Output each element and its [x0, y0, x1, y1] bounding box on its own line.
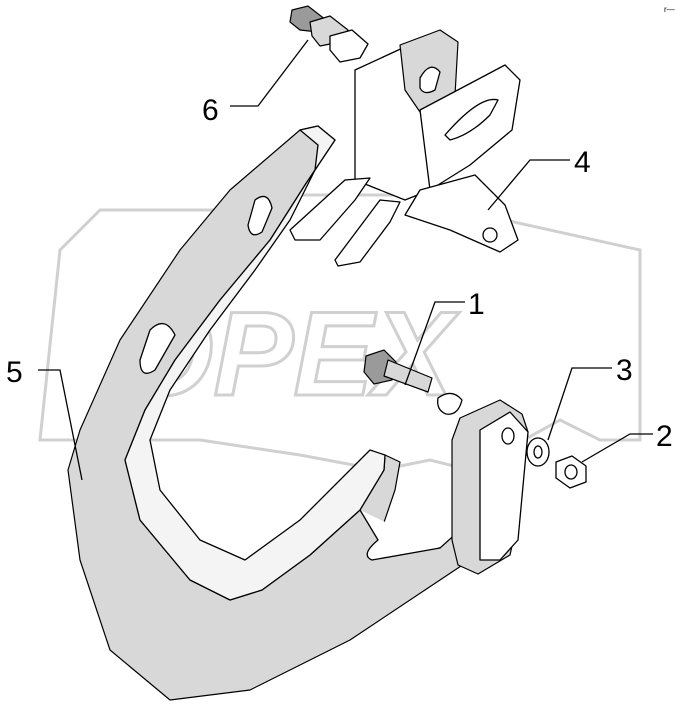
- bracket-hole: [482, 227, 498, 243]
- washer-part-3: [526, 437, 550, 467]
- callout-1: 1: [468, 288, 485, 321]
- callout-3: 3: [616, 354, 633, 387]
- leader-4: [487, 159, 570, 211]
- callout-6: 6: [202, 94, 219, 127]
- callout-4: 4: [574, 146, 591, 179]
- leader-lines: [38, 39, 653, 481]
- leader-1: [404, 301, 465, 386]
- callout-2: 2: [656, 420, 673, 453]
- bracket-part-4: [289, 29, 521, 267]
- leader-6: [230, 39, 309, 107]
- callout-5: 5: [6, 356, 23, 389]
- sensor-part-6: [289, 5, 369, 63]
- leader-2: [581, 433, 653, 463]
- corner-mark: r—: [664, 5, 675, 14]
- leader-5: [38, 369, 83, 481]
- lever-plate-part-5: [67, 125, 471, 701]
- nut-part-2: [555, 455, 587, 489]
- pad-block: [451, 399, 529, 575]
- leader-3: [547, 367, 612, 441]
